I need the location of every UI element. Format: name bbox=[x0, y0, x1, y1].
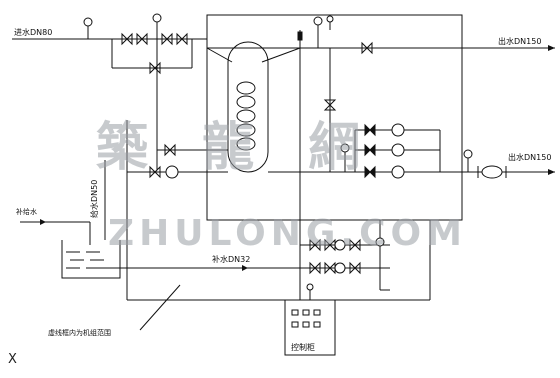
valve-icon bbox=[149, 165, 161, 179]
valve-icon bbox=[149, 61, 161, 75]
pressure-gauge-icon bbox=[83, 17, 93, 27]
pump-icon bbox=[334, 262, 346, 274]
arrow-right-icon bbox=[548, 45, 555, 51]
arrow-right-icon bbox=[548, 169, 555, 175]
unit-frame bbox=[206, 14, 463, 221]
valve-icon bbox=[323, 99, 337, 111]
pump-icon bbox=[391, 143, 405, 157]
pressure-gauge-icon bbox=[313, 16, 323, 26]
pump-icon bbox=[391, 123, 405, 137]
strainer bbox=[477, 165, 507, 179]
pump-bank bbox=[165, 123, 405, 274]
arrow-right-icon bbox=[242, 265, 248, 271]
valve-icon bbox=[364, 165, 376, 179]
pressure-gauge-icon bbox=[463, 149, 473, 159]
valve-icon bbox=[364, 143, 376, 157]
valve-icon bbox=[324, 261, 336, 275]
arrow-right-icon bbox=[40, 219, 46, 225]
valve-icon bbox=[176, 32, 188, 46]
valve-icon bbox=[309, 238, 321, 252]
valve-icon bbox=[361, 41, 373, 55]
valve-icon bbox=[164, 143, 176, 157]
pressure-gauge-icon bbox=[326, 15, 334, 23]
makeup-pipe-label: 补水DN32 bbox=[212, 254, 250, 264]
valve-icon bbox=[161, 32, 173, 46]
pressure-gauge-icon bbox=[152, 13, 162, 23]
pump-icon bbox=[334, 239, 346, 251]
thermometer-icon bbox=[297, 31, 303, 41]
valve-icon bbox=[136, 32, 148, 46]
outlet-top-label: 出水DN150 bbox=[498, 36, 541, 46]
pressure-gauge-icon bbox=[340, 143, 350, 153]
valve-icon bbox=[364, 123, 376, 137]
watermark-latin: ZHULONG.COM bbox=[108, 213, 467, 254]
caption-label: 虚线框内为机组范围 bbox=[48, 328, 111, 337]
feed-water-label: 补给水 bbox=[16, 207, 37, 216]
cabinet-indicators bbox=[291, 309, 321, 328]
valve-set bbox=[121, 32, 376, 275]
valve-icon bbox=[309, 261, 321, 275]
pump-icon bbox=[391, 165, 405, 179]
corner-mark: X bbox=[8, 352, 17, 367]
watermark-chinese: 築 龍 網 bbox=[96, 117, 378, 178]
gauges bbox=[83, 13, 473, 247]
cabinet-label: 控制柜 bbox=[291, 342, 315, 352]
pressure-gauge-icon bbox=[375, 237, 385, 247]
flow-arrows bbox=[40, 45, 555, 271]
outlet-right-label: 出水DN150 bbox=[508, 152, 551, 162]
heat-exchanger bbox=[227, 41, 269, 173]
valve-icon bbox=[324, 238, 336, 252]
inlet-label: 进水DN80 bbox=[14, 27, 52, 37]
valve-icon bbox=[349, 238, 361, 252]
valve-icon bbox=[349, 261, 361, 275]
valve-icon bbox=[121, 32, 133, 46]
exchanger-coil bbox=[236, 81, 256, 151]
feed-water-tank bbox=[61, 240, 121, 279]
caption-leader bbox=[139, 284, 181, 331]
vertical-pipe-label: 给水DN50 bbox=[89, 180, 99, 218]
pump-icon bbox=[165, 165, 179, 179]
